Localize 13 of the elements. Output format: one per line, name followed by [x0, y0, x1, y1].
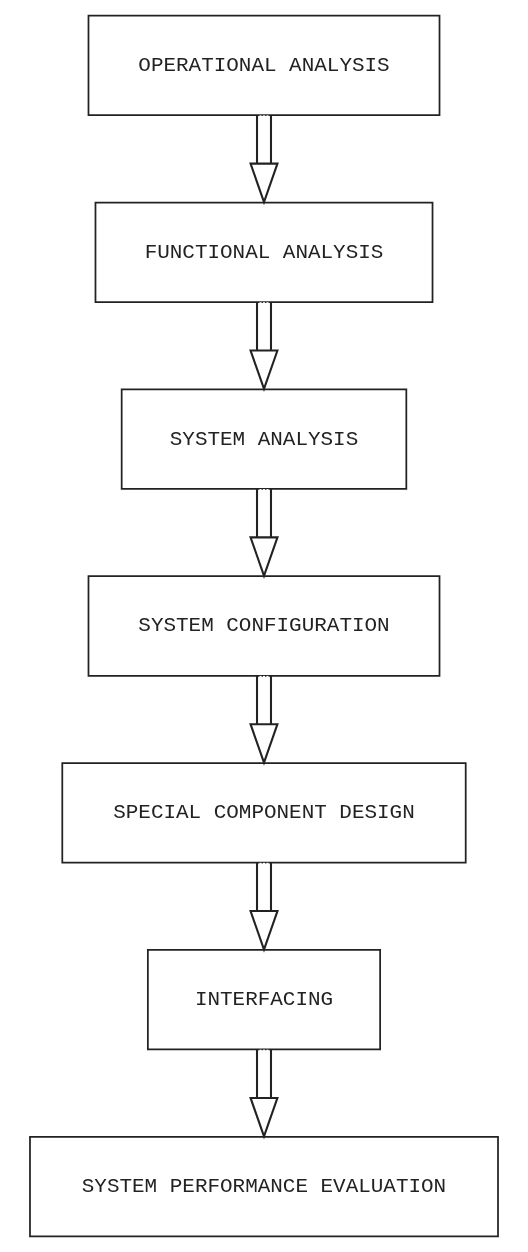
arrow [249, 115, 279, 206]
arrow [249, 862, 279, 953]
node-box: SYSTEM PERFORMANCE EVALUATION [29, 1135, 499, 1238]
node-box: INTERFACING [147, 949, 381, 1051]
node-box: OPERATIONAL ANALYSIS [87, 14, 441, 117]
node-box: SYSTEM ANALYSIS [120, 388, 408, 490]
arrow [249, 1049, 279, 1140]
arrow [249, 302, 279, 393]
node-box: FUNCTIONAL ANALYSIS [94, 201, 434, 303]
arrow [249, 675, 279, 766]
node-box: SYSTEM CONFIGURATION [87, 575, 441, 677]
node-box: SPECIAL COMPONENT DESIGN [61, 762, 467, 864]
arrow [249, 489, 279, 579]
